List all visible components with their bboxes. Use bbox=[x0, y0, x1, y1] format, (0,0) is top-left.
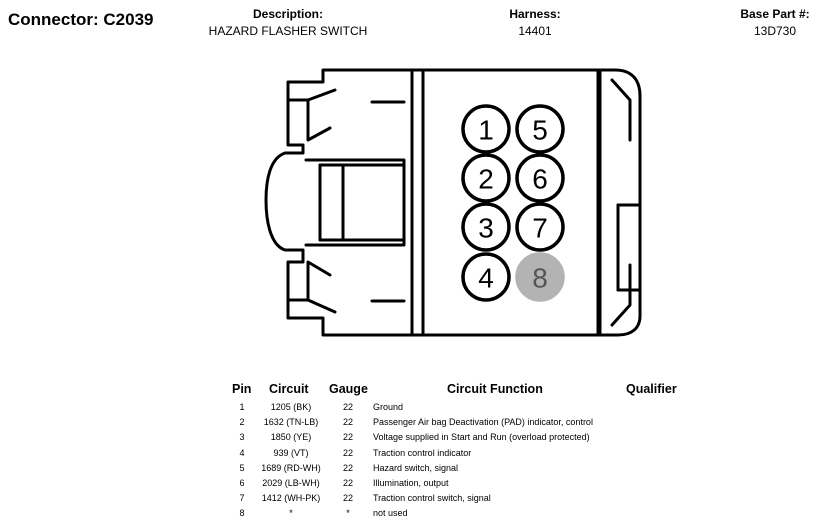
pin-8-cavity: 8 bbox=[515, 252, 565, 302]
table-row: 4 939 (VT) 22 Traction control indicator bbox=[0, 448, 829, 463]
pin-number: 8 bbox=[532, 263, 548, 294]
cell-circuit: 1412 (WH-PK) bbox=[261, 493, 321, 504]
cell-gauge: 22 bbox=[342, 402, 353, 412]
pin-6-cavity: 7 bbox=[515, 202, 565, 252]
connector-id: C2039 bbox=[103, 10, 154, 29]
pin-circle bbox=[515, 153, 565, 203]
description-value: HAZARD FLASHER SWITCH bbox=[208, 24, 368, 38]
cell-gauge: 22 bbox=[342, 493, 353, 504]
cell-gauge: 22 bbox=[342, 432, 353, 443]
pin-number: 4 bbox=[478, 263, 494, 294]
base-part-label: Base Part #: bbox=[740, 7, 810, 21]
connector-title: Connector: C2039 bbox=[8, 10, 154, 30]
pin-3-cavity: 2 bbox=[461, 153, 511, 203]
table-row: 8 * * not used bbox=[0, 508, 829, 523]
harness-value: 14401 bbox=[518, 24, 552, 38]
connector-label: Connector: bbox=[8, 10, 99, 29]
cell-pin: 6 bbox=[239, 478, 245, 488]
pin-circle bbox=[515, 202, 565, 252]
table-row: 7 1412 (WH-PK) 22 Traction control switch, … bbox=[0, 493, 829, 508]
pin-circle bbox=[461, 104, 511, 154]
cell-circuit: 1689 (RD-WH) bbox=[261, 462, 321, 473]
harness-label: Harness: bbox=[509, 7, 561, 21]
pin-circle bbox=[461, 252, 511, 302]
pin-1-cavity: 1 bbox=[461, 104, 511, 154]
cell-pin: 8 bbox=[239, 508, 245, 519]
cell-function: Ground bbox=[373, 402, 404, 412]
connector-face-diagram: 1 5 2 6 3 7 4 8 bbox=[264, 68, 642, 337]
cell-pin: 1 bbox=[239, 402, 245, 412]
table-row: 6 2029 (LB-WH) 22 Illumination, output bbox=[0, 478, 829, 493]
table-row: 3 1850 (YE) 22 Voltage supplied in Start an… bbox=[0, 432, 829, 447]
pin-number: 1 bbox=[478, 115, 494, 146]
pin-circle bbox=[461, 202, 511, 252]
cell-circuit: 1850 (YE) bbox=[270, 432, 312, 443]
description-label: Description: bbox=[252, 7, 323, 21]
table-row: 2 1632 (TN-LB) 22 Passenger Air bag Deactiv… bbox=[0, 417, 829, 432]
cell-circuit: 1205 (BK) bbox=[270, 402, 312, 412]
cell-function: Voltage supplied in Start and Run (overl… bbox=[373, 432, 590, 443]
pin-layer: 1 5 2 6 3 7 4 8 bbox=[461, 104, 565, 302]
description-block: Description: HAZARD FLASHER SWITCH bbox=[168, 6, 408, 40]
cell-circuit: 939 (VT) bbox=[273, 447, 309, 458]
base-part-value: 13D730 bbox=[753, 24, 797, 38]
cell-circuit: * bbox=[289, 508, 293, 519]
cell-function: not used bbox=[373, 508, 408, 519]
cell-pin: 7 bbox=[239, 493, 245, 504]
table-row: 5 1689 (RD-WH) 22 Hazard switch, signal bbox=[0, 463, 829, 478]
pin-number: 6 bbox=[532, 164, 548, 195]
col-header-circuit: Circuit bbox=[269, 382, 309, 396]
connector-housing bbox=[264, 68, 642, 337]
harness-block: Harness: 14401 bbox=[470, 6, 600, 40]
cell-pin: 5 bbox=[239, 462, 245, 473]
pin-5-cavity: 3 bbox=[461, 202, 511, 252]
col-header-qualifier: Qualifier bbox=[626, 382, 677, 396]
pin-number: 5 bbox=[532, 115, 548, 146]
cell-pin: 4 bbox=[239, 447, 245, 458]
pin-number: 3 bbox=[478, 213, 494, 244]
cell-function: Passenger Air bag Deactivation (PAD) ind… bbox=[373, 417, 593, 428]
pin-4-cavity: 6 bbox=[515, 153, 565, 203]
pin-number: 2 bbox=[478, 164, 494, 195]
pin-2-cavity: 5 bbox=[515, 104, 565, 154]
cell-function: Illumination, output bbox=[373, 478, 449, 488]
table-row: 1 1205 (BK) 22 Ground bbox=[0, 402, 829, 417]
cell-gauge: 22 bbox=[342, 447, 353, 458]
cell-circuit: 2029 (LB-WH) bbox=[262, 478, 320, 488]
pin-circle bbox=[515, 104, 565, 154]
cell-circuit: 1632 (TN-LB) bbox=[263, 417, 319, 428]
pin-circle bbox=[461, 153, 511, 203]
cell-gauge: 22 bbox=[342, 417, 353, 428]
cell-function: Hazard switch, signal bbox=[373, 462, 459, 473]
col-header-function: Circuit Function bbox=[447, 382, 543, 396]
base-part-block: Base Part #: 13D730 bbox=[705, 6, 829, 40]
pin-circle bbox=[515, 252, 565, 302]
col-header-gauge: Gauge bbox=[329, 382, 368, 396]
cell-function: Traction control switch, signal bbox=[373, 493, 491, 504]
cell-gauge: * bbox=[346, 508, 350, 519]
cell-gauge: 22 bbox=[342, 478, 353, 488]
cell-gauge: 22 bbox=[342, 462, 353, 473]
cell-function: Traction control indicator bbox=[373, 447, 472, 458]
cell-pin: 3 bbox=[239, 432, 245, 443]
col-header-pin: Pin bbox=[232, 382, 252, 396]
pin-number: 7 bbox=[532, 213, 548, 244]
pin-7-cavity: 4 bbox=[461, 252, 511, 302]
cell-pin: 2 bbox=[239, 417, 245, 428]
